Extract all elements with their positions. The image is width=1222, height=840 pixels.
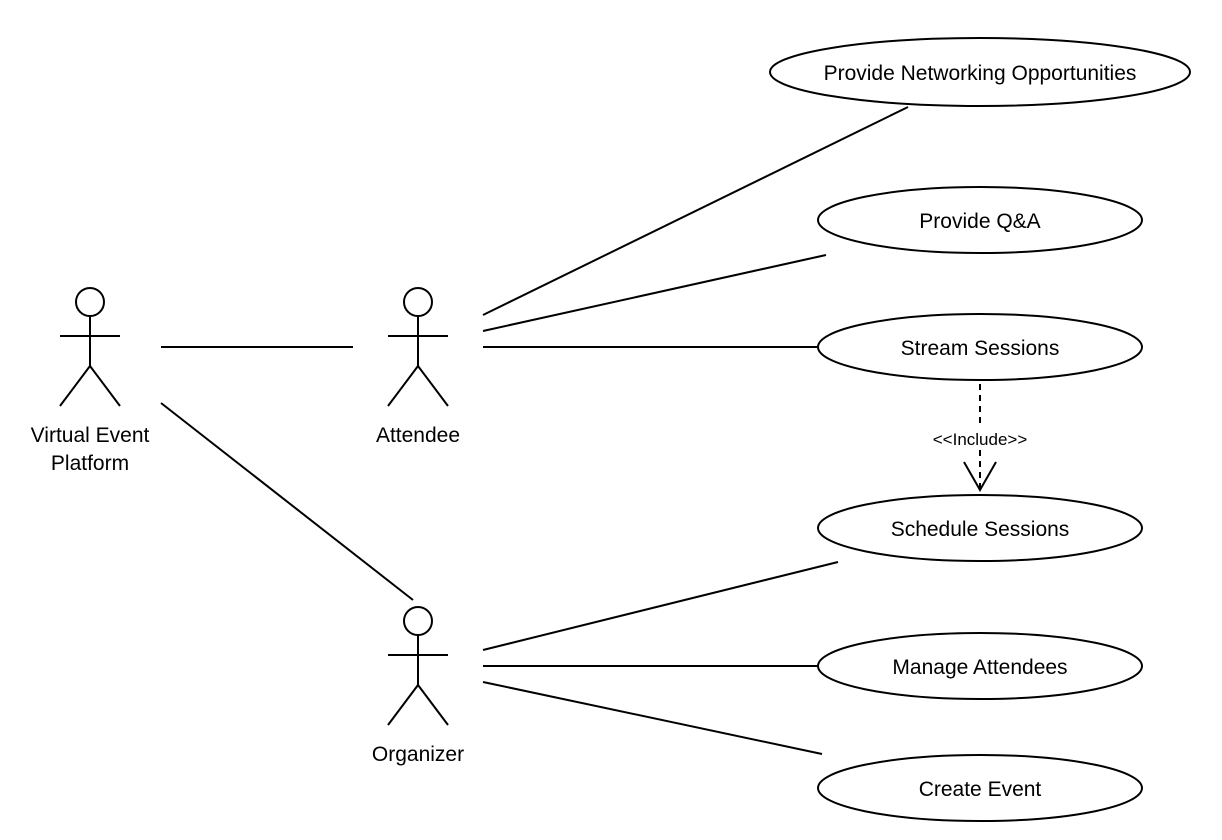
- include-stereotype-label: <<Include>>: [933, 430, 1028, 449]
- actor-icon: [59, 287, 121, 407]
- use-case-networking[interactable]: Provide Networking Opportunities: [769, 37, 1191, 107]
- include-arrowhead: [963, 461, 997, 493]
- use-case-qa[interactable]: Provide Q&A: [817, 186, 1143, 254]
- association-platform-organizer[interactable]: [160, 402, 414, 601]
- association-organizer-create[interactable]: [482, 681, 823, 755]
- associations: [160, 106, 909, 755]
- use-case-manage[interactable]: Manage Attendees: [817, 632, 1143, 700]
- use-case-label: Provide Networking Opportunities: [824, 62, 1137, 85]
- use-case-schedule[interactable]: Schedule Sessions: [817, 494, 1143, 562]
- actor-icon: [387, 606, 449, 726]
- actor-label: Attendee: [376, 424, 460, 447]
- use-case-label: Schedule Sessions: [891, 518, 1070, 541]
- use-case-label: Create Event: [919, 778, 1042, 801]
- actor-label-line1: Virtual Event: [31, 424, 150, 447]
- actor-attendee[interactable]: Attendee: [376, 287, 460, 447]
- actor-virtual-event-platform[interactable]: Virtual Event Platform: [31, 287, 150, 475]
- association-attendee-networking[interactable]: [482, 106, 909, 316]
- association-attendee-qa[interactable]: [482, 254, 827, 332]
- use-case-label: Stream Sessions: [901, 337, 1060, 360]
- actor-label-line2: Platform: [51, 452, 129, 475]
- actor-icon: [387, 287, 449, 407]
- actor-label: Organizer: [372, 743, 464, 766]
- use-case-stream[interactable]: Stream Sessions: [817, 313, 1143, 381]
- actor-organizer[interactable]: Organizer: [372, 606, 464, 766]
- use-case-create[interactable]: Create Event: [817, 754, 1143, 822]
- use-case-label: Provide Q&A: [919, 210, 1040, 233]
- use-case-label: Manage Attendees: [892, 656, 1067, 679]
- include-dependency[interactable]: <<Include>>: [933, 384, 1028, 493]
- association-organizer-schedule[interactable]: [482, 561, 839, 651]
